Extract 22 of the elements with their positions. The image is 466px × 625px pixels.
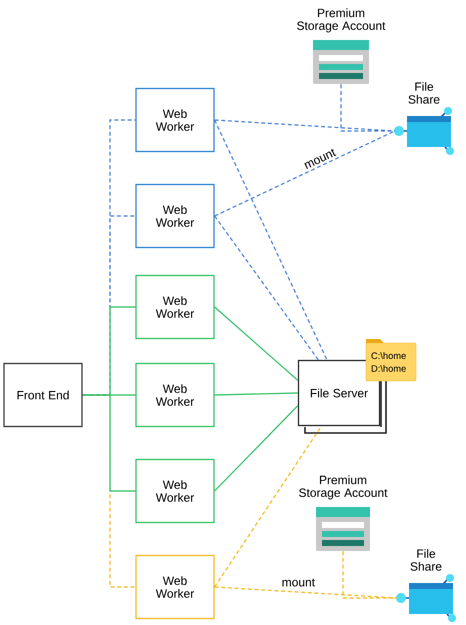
process-box: Web Worker bbox=[135, 274, 215, 340]
process-box: Web Worker bbox=[135, 362, 215, 428]
connector bbox=[214, 586, 397, 599]
connector bbox=[214, 426, 322, 588]
connector bbox=[82, 394, 136, 492]
process-box: Web Worker bbox=[135, 184, 215, 248]
process-box: Web Worker bbox=[135, 458, 215, 524]
connector bbox=[214, 392, 298, 396]
icon-caption: File Share bbox=[408, 82, 440, 104]
connector bbox=[214, 130, 395, 217]
icon-caption: File Share bbox=[410, 549, 442, 571]
connector bbox=[214, 216, 319, 360]
icon-caption: Premium Storage Account bbox=[299, 475, 388, 500]
process-box: Front End bbox=[3, 362, 83, 428]
connector bbox=[214, 119, 395, 132]
process-box: Web Worker bbox=[135, 554, 215, 620]
process-box: Web Worker bbox=[135, 88, 215, 152]
icon-caption: Premium Storage Account bbox=[297, 8, 386, 32]
connector bbox=[214, 405, 298, 492]
folder-label: C:\home D:\home bbox=[366, 339, 416, 382]
connector bbox=[214, 120, 328, 360]
connector bbox=[214, 306, 298, 381]
